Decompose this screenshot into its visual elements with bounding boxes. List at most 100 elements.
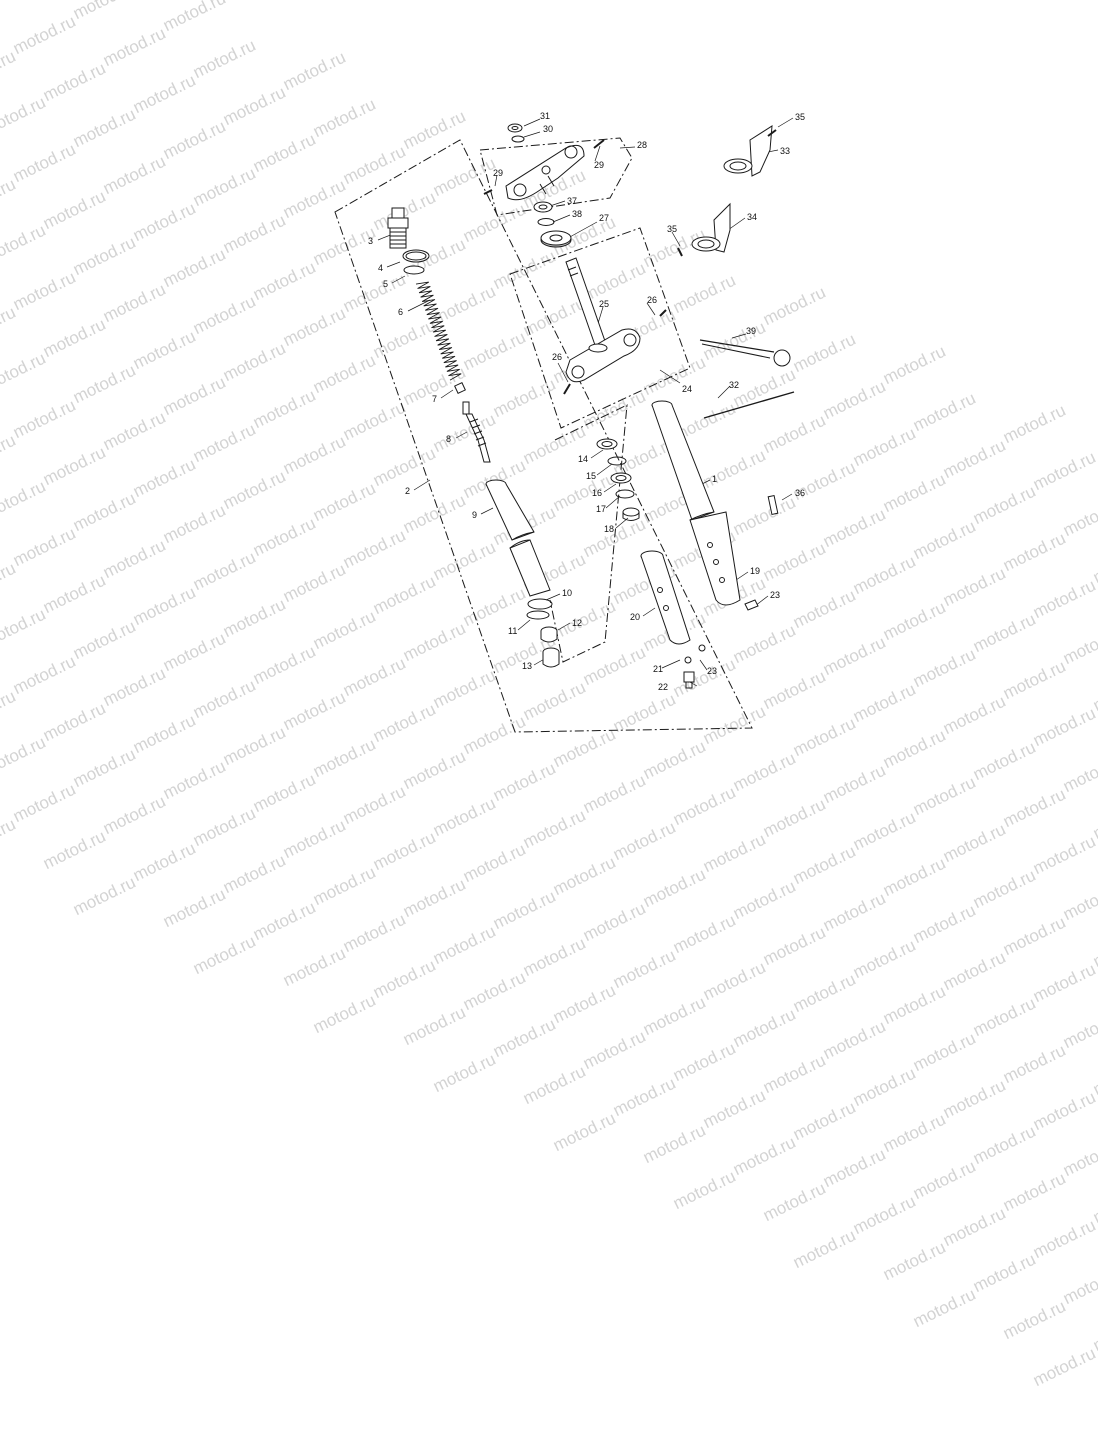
- watermark-text: motod.ru: [820, 888, 889, 935]
- nut-part-37: [533, 201, 553, 213]
- callout-label-8: 8: [446, 434, 451, 444]
- watermark-text: motod.ru: [850, 1063, 919, 1110]
- watermark-text: motod.ru: [430, 921, 499, 968]
- callout-label-34: 34: [747, 212, 757, 222]
- lower-leg-part-20: [640, 550, 691, 645]
- watermark-text: motod.ru: [310, 862, 379, 909]
- watermark-text: motod.ru: [670, 1166, 739, 1214]
- nut-part-7: [454, 382, 466, 394]
- watermark-text: motod.ru: [700, 957, 769, 1005]
- washer-part-38: [537, 218, 555, 226]
- watermark-text: motod.ru: [790, 841, 859, 889]
- o-ring-part-4: [402, 249, 430, 263]
- watermark-text: motod.ru: [910, 1156, 979, 1203]
- watermark-text: motod.ru: [1090, 924, 1098, 972]
- watermark-text: motod.ru: [310, 990, 379, 1037]
- callout-label-14: 14: [578, 454, 588, 464]
- watermark-text: motod.ru: [610, 817, 679, 864]
- outline-seals-group: [549, 404, 628, 663]
- watermark-text: motod.ru: [880, 853, 949, 901]
- watermark-text: motod.ru: [190, 931, 259, 979]
- callout-label-22: 22: [658, 682, 668, 692]
- callout-label-10: 10: [562, 588, 572, 598]
- watermark-text: motod.ru: [760, 1178, 829, 1226]
- bracket-part-33: [723, 125, 773, 177]
- callout-label-36: 36: [795, 488, 805, 498]
- watermark-text: motod.ru: [1030, 831, 1098, 878]
- watermark-text: motod.ru: [1090, 1052, 1098, 1100]
- watermark-text: motod.ru: [550, 852, 619, 899]
- bolt-part-26b: [659, 309, 667, 317]
- watermark-text: motod.ru: [1000, 1168, 1069, 1216]
- watermark-text: motod.ru: [1000, 1296, 1069, 1344]
- watermark-text: motod.ru: [580, 898, 649, 946]
- callout-label-2: 2: [405, 486, 410, 496]
- watermark-text: motod.ru: [160, 884, 229, 932]
- watermark-text: motod.ru: [730, 876, 799, 923]
- watermark-text: motod.ru: [520, 1061, 589, 1108]
- exploded-fork-diagram: 3456782910111213141516171811920212223232…: [334, 111, 805, 733]
- nut-part-31: [507, 123, 523, 133]
- outline-fork-leg-group-2: [334, 139, 753, 733]
- watermark-text: motod.ru: [490, 886, 559, 934]
- watermark-text: motod.ru: [910, 1028, 979, 1075]
- callout-label-25: 25: [599, 299, 609, 309]
- callout-label-5: 5: [383, 279, 388, 289]
- watermark-text: motod.ru: [250, 897, 319, 944]
- callout-label-19: 19: [750, 566, 760, 576]
- bolt-part-22: [683, 671, 695, 689]
- clip-part-17: [615, 489, 635, 499]
- watermark-text: motod.ru: [1030, 1087, 1098, 1134]
- callout-label-29: 29: [493, 168, 503, 178]
- watermark-text: motod.ru: [760, 922, 829, 970]
- watermark-text: motod.ru: [550, 980, 619, 1027]
- callout-label-27: 27: [599, 213, 609, 223]
- watermark-text: motod.ru: [1060, 1261, 1098, 1309]
- callout-label-3: 3: [368, 236, 373, 246]
- callout-label-4: 4: [378, 263, 383, 273]
- callout-label-29-2: 29: [594, 160, 604, 170]
- watermark-text: motod.ru: [670, 910, 739, 958]
- watermark-text: motod.ru: [610, 945, 679, 992]
- watermark-text: motod.ru: [640, 864, 709, 911]
- callout-label-26-2: 26: [552, 352, 562, 362]
- watermark-text: motod.ru: [1060, 1133, 1098, 1181]
- callout-label-26: 26: [647, 295, 657, 305]
- screw-part-23a: [698, 644, 706, 652]
- watermark-text: motod.ru: [820, 1016, 889, 1063]
- nut-part-27: [540, 230, 572, 248]
- callout-label-33: 33: [780, 146, 790, 156]
- watermark-text: motod.ru: [610, 1073, 679, 1120]
- watermark-text: motod.ru: [550, 1108, 619, 1155]
- clip-part-39: [699, 339, 791, 367]
- fork-cap-part-3: [387, 207, 409, 249]
- damper-rod-part-8: [462, 401, 491, 463]
- screw-part-23b: [744, 599, 759, 611]
- watermark-text: motod.ru: [1000, 1040, 1069, 1088]
- bracket-part-34: [691, 202, 731, 253]
- bushing-part-12: [540, 626, 558, 643]
- callout-label-15: 15: [586, 471, 596, 481]
- leader-lines: [377, 117, 794, 687]
- callout-label-32: 32: [729, 380, 739, 390]
- watermark-text: motod.ru: [490, 1014, 559, 1062]
- watermark-text: motod.ru: [850, 1191, 919, 1238]
- watermark-text: motod.ru: [850, 935, 919, 982]
- washer-part-21: [684, 656, 692, 664]
- watermark-text: motod.ru: [430, 1049, 499, 1096]
- watermark-text: motod.ru: [880, 1109, 949, 1157]
- washer-part-5: [403, 265, 425, 275]
- watermark-text: motod.ru: [940, 819, 1009, 866]
- washer-part-30: [511, 135, 525, 143]
- callout-label-11: 11: [508, 626, 517, 636]
- callout-label-7: 7: [432, 394, 437, 404]
- watermark-text: motod.ru: [790, 969, 859, 1017]
- watermark-text: motod.ru: [1030, 959, 1098, 1006]
- callout-label-28: 28: [637, 140, 647, 150]
- ring-part-11: [526, 610, 550, 620]
- callout-label-35: 35: [795, 112, 805, 122]
- watermark-text: motod.ru: [640, 1120, 709, 1167]
- bolt-part-35b: [677, 247, 683, 257]
- watermark-text: motod.ru: [460, 967, 529, 1015]
